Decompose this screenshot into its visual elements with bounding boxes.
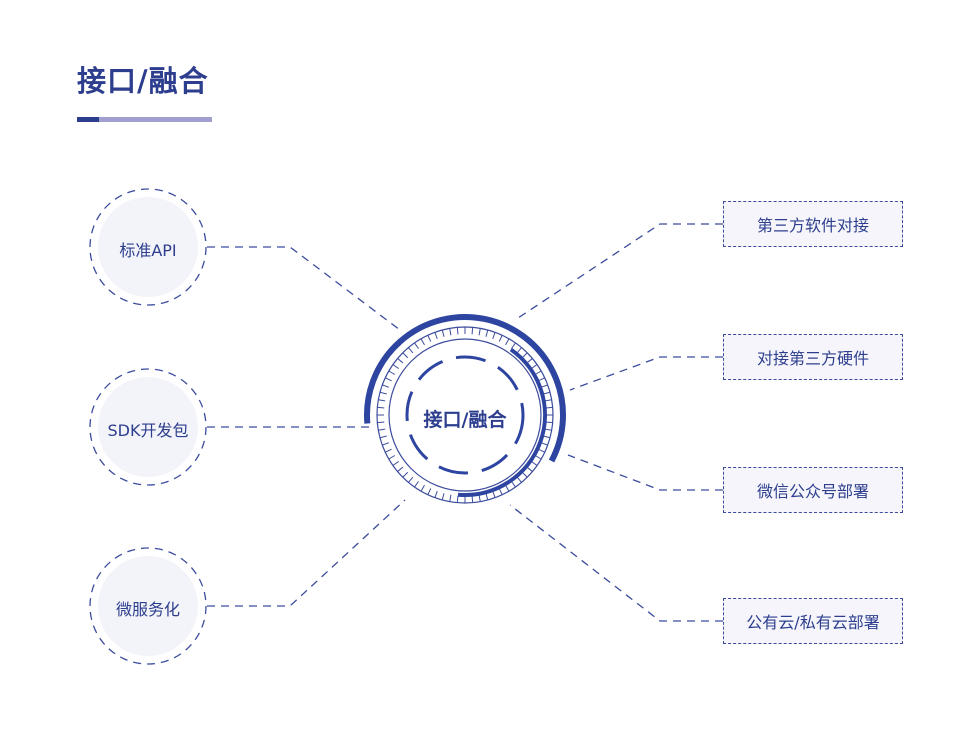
- hub-tick: [540, 384, 548, 388]
- hub-tick: [427, 488, 432, 495]
- connector-left-3: [207, 499, 406, 607]
- hub-tick: [385, 448, 392, 453]
- connector-right-4: [509, 504, 723, 622]
- hub-tick: [516, 476, 522, 483]
- hub-tick: [420, 338, 425, 346]
- hub-tick: [545, 421, 553, 424]
- node-wechat-deploy: 微信公众号部署: [723, 467, 903, 513]
- hub-tick: [498, 488, 503, 495]
- hub-tick: [538, 448, 545, 453]
- hub-tick: [449, 328, 452, 336]
- node-microservices: 微服务化: [115, 600, 180, 619]
- connector-left-1: [207, 246, 401, 331]
- hub-tick: [378, 399, 386, 402]
- connectors: [207, 223, 723, 622]
- hub-tick: [420, 484, 425, 492]
- hub-tick: [414, 342, 419, 349]
- hub-tick: [388, 370, 396, 375]
- hub-tick: [521, 471, 528, 478]
- hub-tick: [408, 476, 414, 483]
- connector-right-2: [569, 356, 723, 391]
- hub-tick: [478, 328, 481, 336]
- hub-tick: [402, 471, 409, 478]
- hub-tick: [485, 493, 489, 501]
- hub-tick: [526, 358, 533, 364]
- hub-tick: [392, 461, 399, 466]
- hub-tick: [543, 391, 551, 395]
- hub-tick: [540, 442, 548, 446]
- hub-tick: [434, 332, 438, 340]
- hub-tick: [544, 428, 552, 431]
- page-title: 接口/融合: [77, 64, 209, 98]
- hub-tick: [471, 327, 474, 335]
- hub-tick: [379, 391, 387, 395]
- hub-tick: [382, 442, 390, 446]
- hub-tick: [456, 327, 459, 335]
- hub-tick: [449, 494, 452, 502]
- hub-tick: [414, 481, 419, 488]
- node-third-party-hardware: 对接第三方硬件: [723, 334, 903, 380]
- hub-tick: [385, 377, 392, 382]
- connector-right-3: [567, 454, 723, 491]
- hub-tick: [485, 329, 489, 337]
- hub-inner-arc: [457, 347, 547, 497]
- hub-tick: [377, 421, 385, 424]
- node-circle-1: [89, 188, 207, 306]
- hub-tick: [471, 495, 474, 503]
- hub-dashed-ring: [405, 355, 525, 475]
- hub-tick: [478, 494, 481, 502]
- hub-tick: [531, 364, 538, 369]
- hub-tick: [498, 335, 503, 342]
- node-standard-api: 标准API: [119, 241, 177, 260]
- hub-tick: [377, 406, 385, 409]
- hub-tick: [526, 466, 533, 472]
- hub-tick: [516, 347, 522, 354]
- hub-tick: [505, 484, 510, 492]
- hub-tick: [379, 435, 387, 439]
- hub-tick: [544, 399, 552, 402]
- hub-tick: [505, 338, 510, 346]
- hub-tick: [521, 352, 528, 359]
- hub-tick: [492, 332, 496, 340]
- hub-tick: [543, 435, 551, 439]
- connector-right-1: [514, 223, 723, 321]
- hub-tick: [382, 384, 390, 388]
- hub-tick: [492, 490, 496, 498]
- left-node-circles: [89, 188, 207, 665]
- hub-tick: [408, 347, 414, 354]
- hub-tick: [441, 493, 445, 501]
- center-label: 接口/融合: [423, 409, 507, 431]
- hub-tick: [378, 428, 386, 431]
- node-sdk: SDK开发包: [107, 421, 189, 440]
- hub-tick: [534, 455, 542, 460]
- hub-tick: [388, 455, 396, 460]
- title-underline: [77, 117, 212, 122]
- hub-tick: [511, 342, 516, 349]
- node-cloud-deploy: 公有云/私有云部署: [723, 598, 903, 644]
- hub-tick: [427, 335, 432, 342]
- title-underline-accent: [77, 117, 99, 122]
- hub-tick: [441, 329, 445, 337]
- node-circle-2: [89, 368, 207, 486]
- hub-tick: [434, 490, 438, 498]
- hub-tick: [397, 466, 404, 472]
- node-third-party-software: 第三方软件对接: [723, 201, 903, 247]
- hub-tick: [538, 377, 545, 382]
- hub-tick: [511, 481, 516, 488]
- hub-outer-arc: [364, 314, 566, 463]
- node-circle-3: [89, 547, 207, 665]
- hub-tick: [534, 370, 542, 375]
- hub-tick: [402, 352, 409, 359]
- hub-tick: [392, 364, 399, 369]
- hub-tick: [456, 495, 459, 503]
- center-hub: [364, 314, 566, 504]
- hub-tick: [531, 461, 538, 466]
- hub-tick: [545, 406, 553, 409]
- hub-tick: [397, 358, 404, 364]
